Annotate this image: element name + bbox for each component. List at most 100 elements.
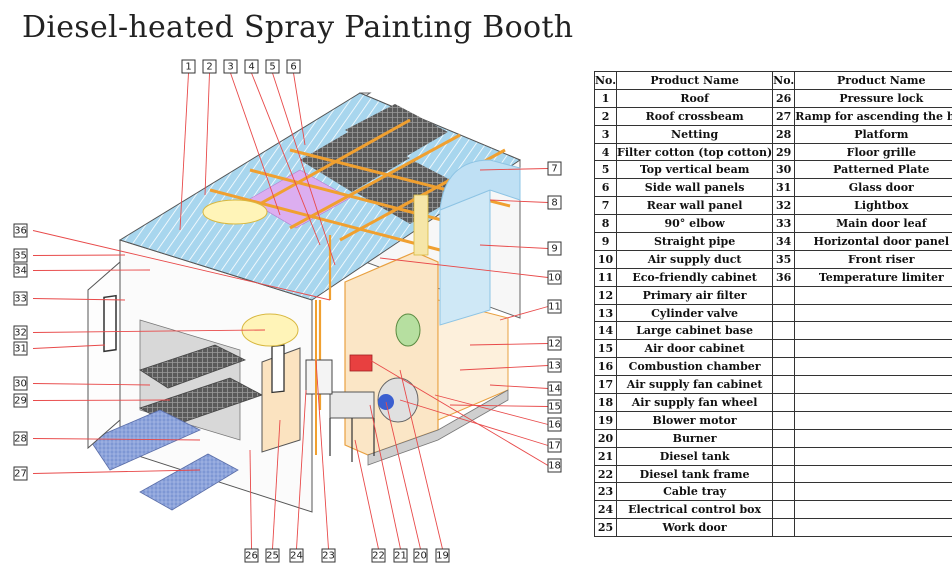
table-cell-name: Air door cabinet	[616, 339, 774, 359]
svg-text:24: 24	[290, 551, 303, 562]
leader-bottom-23	[315, 359, 329, 550]
callout-9: 9	[547, 241, 562, 256]
table-cell-no: 3	[593, 124, 618, 144]
svg-text:15: 15	[548, 402, 561, 413]
svg-text:27: 27	[14, 469, 27, 480]
booth-body	[87, 92, 522, 513]
ramp-right	[139, 453, 239, 511]
callout-7: 7	[547, 161, 562, 176]
svg-text:7: 7	[551, 164, 557, 175]
svg-text:10: 10	[548, 273, 561, 284]
svg-text:29: 29	[14, 396, 27, 407]
table-cell-name	[794, 518, 952, 538]
leader-bottom-24	[296, 389, 307, 550]
svg-text:25: 25	[266, 551, 279, 562]
table-cell-no: 14	[593, 321, 618, 341]
svg-text:5: 5	[269, 62, 275, 73]
header-no-2: No.	[772, 71, 796, 90]
burner	[349, 354, 373, 372]
svg-text:32: 32	[14, 328, 27, 339]
svg-text:28: 28	[14, 434, 27, 445]
table-cell-name: Main door leaf	[794, 214, 952, 234]
callout-32: 32	[13, 325, 28, 340]
table-cell-name	[794, 375, 952, 395]
table-cell-no: 6	[593, 178, 618, 198]
svg-text:34: 34	[14, 266, 27, 277]
callout-25: 25	[265, 548, 280, 563]
table-cell-name: Work door	[616, 518, 774, 538]
table-cell-name: Electrical control box	[616, 500, 774, 520]
table-cell-name: Diesel tank frame	[616, 464, 774, 484]
svg-text:6: 6	[290, 62, 296, 73]
table-cell-no: 21	[593, 446, 618, 466]
table-cell-name: Straight pipe	[616, 232, 774, 251]
netting-3	[345, 104, 448, 160]
leader-right-7	[479, 168, 549, 171]
table-cell-no: 2	[593, 106, 618, 126]
leader-right-9	[479, 244, 549, 249]
table-cell-name: Platform	[794, 124, 952, 144]
glass-door	[103, 294, 117, 353]
leader-bottom-19	[399, 369, 443, 550]
electrical-control-box	[305, 359, 333, 395]
table-cell-no: 15	[593, 339, 618, 359]
callout-3: 3	[223, 59, 238, 74]
leader-left-29	[32, 399, 171, 401]
table-cell-no: 29	[772, 142, 796, 162]
callout-35: 35	[13, 248, 28, 263]
leader-lines	[32, 72, 549, 550]
table-cell-name: 90° elbow	[616, 214, 774, 234]
callout-31: 31	[13, 341, 28, 356]
leader-right-13	[459, 365, 549, 371]
table-cell-no: 23	[593, 482, 618, 502]
leader-left-34	[32, 269, 151, 271]
table-cell-no	[772, 500, 796, 520]
callout-5: 5	[265, 59, 280, 74]
table-cell-no	[772, 375, 796, 395]
svg-text:36: 36	[14, 226, 27, 237]
table-cell-no	[772, 285, 796, 305]
table-cell-no	[772, 446, 796, 466]
table-cell-name: Lightbox	[794, 196, 952, 216]
table-cell-no: 24	[593, 500, 618, 520]
table-cell-name	[794, 446, 952, 466]
table-cell-no: 27	[772, 106, 796, 126]
leader-right-14	[489, 384, 549, 389]
table-cell-no: 22	[593, 464, 618, 484]
table-cell-name	[794, 410, 952, 430]
leader-bottom-20	[385, 401, 421, 550]
table-cell-name: Air supply fan cabinet	[616, 375, 774, 395]
table-cell-name: Large cabinet base	[616, 321, 774, 341]
table-cell-no	[772, 393, 796, 412]
table-cell-no: 36	[772, 267, 796, 287]
svg-text:13: 13	[548, 361, 561, 372]
svg-text:9: 9	[551, 244, 557, 255]
callout-27: 27	[13, 466, 28, 481]
table-cell-name	[794, 500, 952, 520]
table-cell-no: 12	[593, 285, 618, 305]
table-cell-name: Filter cotton (top cotton)	[616, 142, 774, 162]
table-cell-name: Rear wall panel	[616, 196, 774, 216]
table-cell-no: 7	[593, 196, 618, 216]
elbow-90	[439, 159, 521, 211]
table-cell-no: 9	[593, 232, 618, 251]
callout-20: 20	[413, 548, 428, 563]
table-cell-name	[794, 303, 952, 323]
callout-26: 26	[244, 548, 259, 563]
table-cell-name	[794, 464, 952, 484]
leader-bottom-25	[272, 419, 281, 550]
